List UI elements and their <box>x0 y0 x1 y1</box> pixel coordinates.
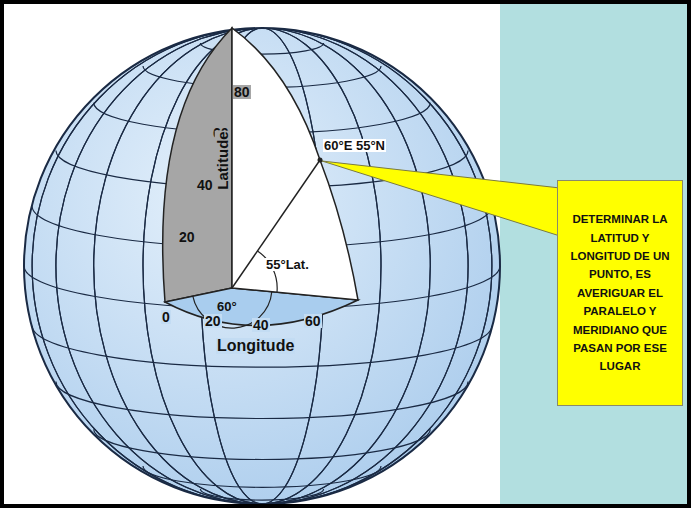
parallel <box>143 466 381 487</box>
scale-label: 80 <box>233 85 251 99</box>
meridian <box>56 28 468 504</box>
meridian <box>94 28 431 504</box>
parallel <box>94 429 431 459</box>
point-marker <box>318 158 323 163</box>
graticule <box>24 28 500 504</box>
parallel <box>56 381 468 418</box>
meridian <box>143 28 381 504</box>
globe-outline <box>24 28 500 504</box>
parallel <box>200 489 323 500</box>
meridian <box>32 28 492 504</box>
callout-box: DETERMINAR LA LATITUD Y LONGITUD DE UN P… <box>557 180 683 406</box>
scale-label: 20 <box>204 314 222 328</box>
scale-label: 60°E 55°N <box>323 139 386 152</box>
scale-label: 60 <box>304 314 322 328</box>
axis-title: Latitude <box>215 130 230 190</box>
side-panel <box>500 0 691 508</box>
scale-label: 0 <box>161 310 171 324</box>
parallel <box>32 326 492 367</box>
latitude-plane <box>163 28 232 302</box>
meridian <box>143 28 381 504</box>
scale-label: 55°Lat. <box>265 258 310 271</box>
meridian <box>56 28 468 504</box>
radius-line <box>232 160 320 288</box>
globe <box>24 28 500 504</box>
scale-label: 40 <box>196 178 214 192</box>
scale-label: 20 <box>178 230 196 244</box>
meridian <box>94 28 431 504</box>
callout-pointer <box>322 161 560 236</box>
scale-label: 40 <box>252 318 270 332</box>
scale-label: Longitude <box>216 338 295 354</box>
meridian <box>32 28 492 504</box>
callout-text: DETERMINAR LA LATITUD Y LONGITUD DE UN P… <box>558 210 682 376</box>
scale-label: 60° <box>216 300 238 313</box>
